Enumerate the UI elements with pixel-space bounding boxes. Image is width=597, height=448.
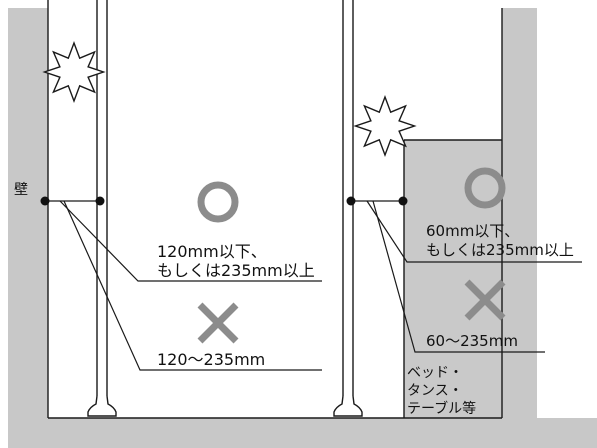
left-ok-label-line2: もしくは235mm以上	[157, 261, 315, 280]
room-outlines	[47, 0, 503, 419]
furniture-label-line2: タンス・	[407, 383, 463, 399]
floor	[8, 418, 597, 448]
cross-ng-icon	[464, 279, 506, 321]
furniture-label-line1: ベッド・	[407, 365, 463, 381]
measure-point	[95, 196, 105, 206]
right-pole-foot	[333, 395, 363, 417]
furniture-label-line3: テーブル等	[407, 400, 476, 417]
left-ok-label-line1: 120mm以下、	[157, 242, 267, 261]
right-pole	[333, 0, 363, 417]
measure-point	[398, 196, 408, 206]
left-measure-lines	[45, 200, 322, 371]
left-wall	[8, 8, 48, 448]
cross-ng-icon	[197, 302, 239, 344]
starburst-icon	[353, 95, 417, 157]
starburst-icon	[42, 41, 106, 103]
furniture-block	[404, 140, 502, 418]
measure-point	[40, 196, 50, 206]
wall-label: 壁	[14, 182, 28, 198]
left-pole-foot	[87, 395, 117, 417]
circle-ok-icon	[464, 167, 506, 209]
measure-point	[346, 196, 356, 206]
left-ng-label: 120〜235mm	[157, 350, 265, 369]
right-ok-label-line2: もしくは235mm以上	[426, 241, 574, 259]
background-walls	[8, 8, 597, 448]
left-pole	[87, 0, 117, 417]
right-wall	[502, 8, 537, 448]
right-measure-lines	[351, 200, 582, 353]
circle-ok-icon	[197, 181, 239, 223]
right-ng-label: 60〜235mm	[426, 332, 518, 350]
right-ok-label-line1: 60mm以下、	[426, 222, 519, 240]
